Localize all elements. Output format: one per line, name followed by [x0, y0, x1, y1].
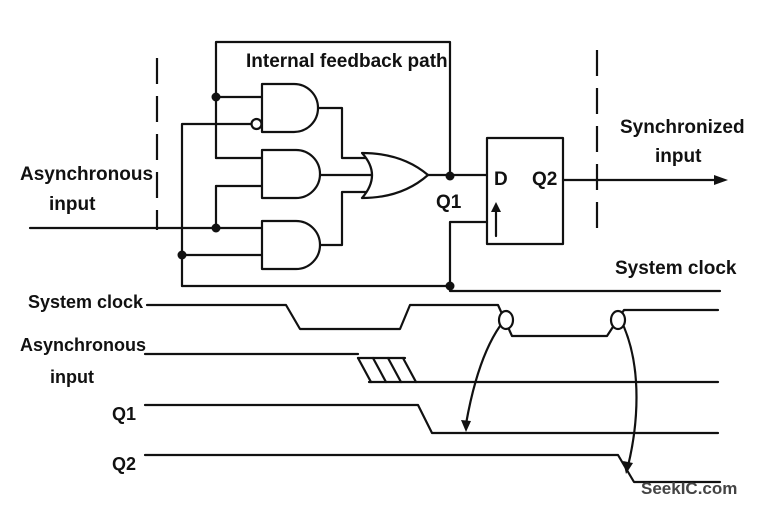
output-arrowhead: [714, 175, 728, 185]
junction-dots: [177, 92, 455, 291]
internal-feedback-wire: [214, 40, 452, 180]
clock-to-q1-arrowhead: [461, 420, 471, 432]
clock-to-ff-wire: [448, 220, 489, 292]
clock-edge-marker-1: [497, 309, 515, 331]
and-to-or-wiring: [316, 106, 373, 247]
timing-q1-label: Q1: [112, 404, 136, 424]
or-gate: [360, 151, 430, 200]
system-clock-circuit-label: System clock: [615, 258, 737, 279]
async-label-1: Asynchronous: [20, 164, 153, 185]
async-label-2: input: [49, 194, 96, 215]
timing-async-label-2: input: [50, 367, 94, 387]
watermark: SeekIC.com: [641, 479, 737, 498]
clock-edge-marker-2: [609, 309, 627, 331]
q2-waveform: [143, 453, 722, 484]
q1-waveform: [143, 403, 720, 435]
timing-async-label-1: Asynchronous: [20, 335, 146, 355]
clock-edge-arrowhead: [491, 202, 501, 212]
and-gate-bottom: [260, 219, 322, 271]
inverter-bubble: [250, 117, 263, 131]
async-input-waveform: [143, 352, 720, 384]
system-clock-waveform: [145, 303, 720, 338]
ff-q2-label: Q2: [532, 169, 557, 190]
and-gate-middle: [260, 148, 322, 200]
and-gate-top: [260, 82, 320, 134]
synchronized-label-2: input: [655, 146, 702, 167]
q1-node-label: Q1: [436, 192, 462, 213]
clock-to-q2-arrowhead: [623, 461, 633, 474]
q1-junction-dot: [445, 171, 455, 181]
timing-q2-label: Q2: [112, 454, 136, 474]
ff-d-label: D: [494, 169, 508, 190]
synchronized-label-1: Synchronized: [620, 117, 745, 138]
clock-to-q2-arrow: [622, 325, 638, 468]
feedback-label: Internal feedback path: [246, 51, 448, 72]
gate-input-wiring: [28, 95, 264, 288]
clock-to-q1-arrow: [464, 324, 502, 426]
timing-system-clock-label: System clock: [28, 292, 144, 312]
d-flip-flop: [485, 136, 565, 246]
